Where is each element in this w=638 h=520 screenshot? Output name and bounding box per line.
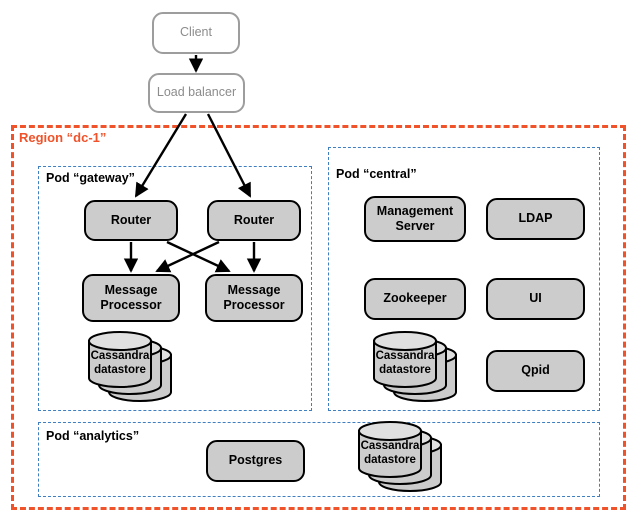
node-client[interactable]: Client <box>152 12 240 54</box>
node-router-1[interactable]: Router <box>84 200 178 241</box>
pod-analytics-label: Pod “analytics” <box>46 429 140 443</box>
node-ui[interactable]: UI <box>486 278 585 320</box>
pod-gateway-label: Pod “gateway” <box>46 171 135 185</box>
node-message-processor-2[interactable]: Message Processor <box>205 274 303 322</box>
node-postgres[interactable]: Postgres <box>206 440 305 482</box>
pod-central-label: Pod “central” <box>336 167 417 181</box>
node-router-2[interactable]: Router <box>207 200 301 241</box>
datastore-cassandra-analytics[interactable]: Cassandra datastore <box>344 421 469 493</box>
datastore-cassandra-gateway[interactable]: Cassandra datastore <box>74 331 199 403</box>
node-management-server[interactable]: Management Server <box>364 196 466 242</box>
node-message-processor-1[interactable]: Message Processor <box>82 274 180 322</box>
pod-analytics-box <box>38 422 600 497</box>
node-qpid[interactable]: Qpid <box>486 350 585 392</box>
node-zookeeper[interactable]: Zookeeper <box>364 278 466 320</box>
region-dc-1-label: Region “dc-1” <box>19 130 107 145</box>
node-load-balancer[interactable]: Load balancer <box>148 73 245 113</box>
pod-central-box <box>328 147 600 411</box>
node-ldap[interactable]: LDAP <box>486 198 585 240</box>
datastore-cassandra-central[interactable]: Cassandra datastore <box>359 331 484 403</box>
region-dc-1-box <box>11 125 626 510</box>
